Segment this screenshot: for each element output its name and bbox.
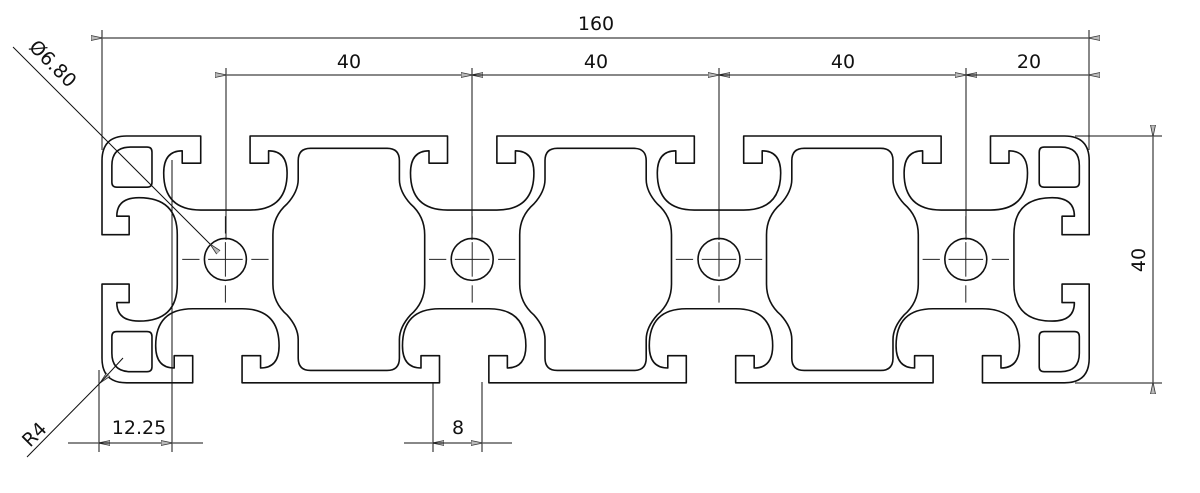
profile-cavities — [112, 147, 1079, 372]
dimension-text-end-offset: 20 — [1017, 51, 1041, 73]
profile-cross-section — [102, 136, 1089, 383]
dimension-overall-width: 160 — [102, 13, 1089, 150]
dimension-pitch-chain: 40 40 40 20 — [226, 51, 1088, 240]
dimension-text-height: 40 — [1128, 248, 1150, 272]
dimension-text-hole-diameter: Ø6.80 — [24, 36, 80, 92]
dimension-text-slot-width: 8 — [452, 417, 464, 439]
corner-hole — [112, 332, 152, 372]
dimension-text-pitch-1: 40 — [337, 51, 361, 73]
dimension-height: 40 — [1075, 136, 1162, 383]
core-cavity — [520, 148, 672, 370]
corner-hole — [112, 147, 152, 187]
corner-hole — [1039, 332, 1079, 372]
dimension-text-pitch-3: 40 — [831, 51, 855, 73]
dimension-corner-radius: R4 — [18, 357, 124, 458]
dimension-slot-depth: 12.25 — [68, 160, 203, 452]
center-hole — [204, 238, 246, 280]
profile-outline — [102, 136, 1089, 383]
core-cavity — [273, 148, 425, 370]
dimension-text-corner-radius: R4 — [18, 418, 51, 451]
core-cavity — [767, 148, 919, 370]
dimension-slot-width: 8 — [404, 382, 512, 452]
dimension-text-slot-depth: 12.25 — [112, 417, 166, 439]
dimension-text-160: 160 — [578, 13, 614, 35]
corner-hole — [1039, 147, 1079, 187]
dimension-text-pitch-2: 40 — [584, 51, 608, 73]
center-holes — [182, 216, 1009, 302]
